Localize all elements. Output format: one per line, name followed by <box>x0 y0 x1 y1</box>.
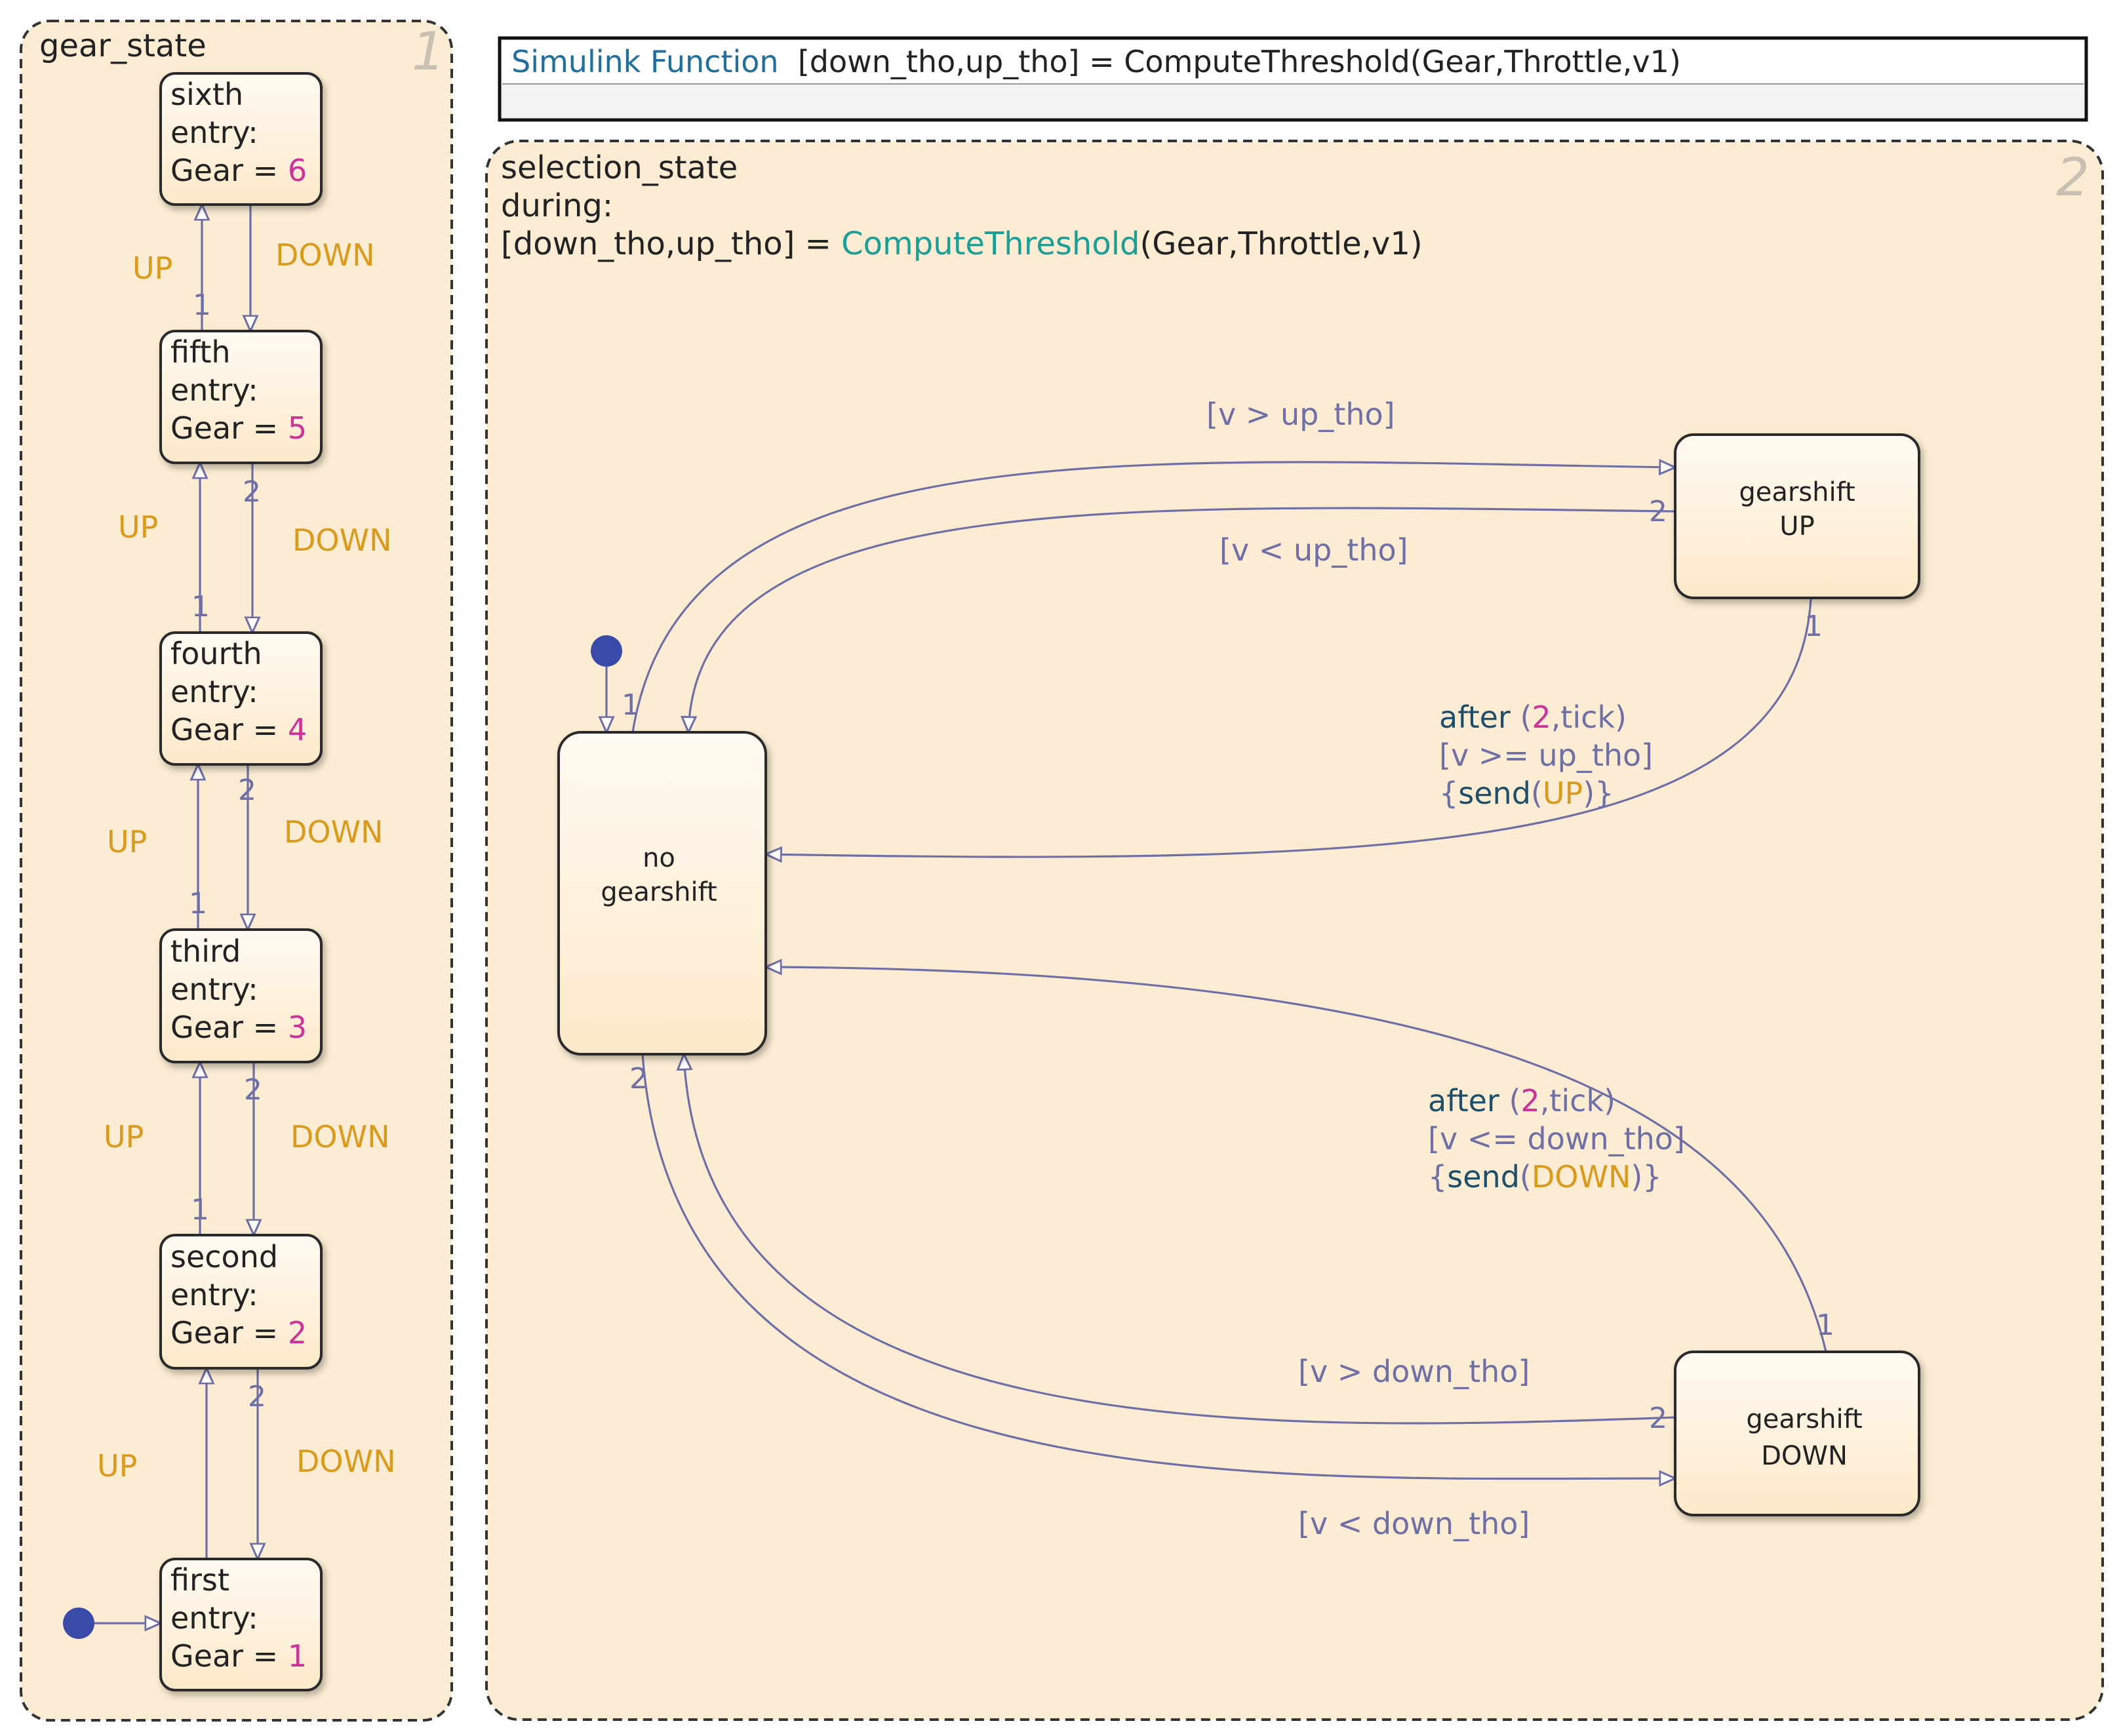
send-up-action: {send(UP)} <box>1439 776 1614 811</box>
state-entry: entry: <box>170 972 258 1007</box>
transition-order-number: 2 <box>1649 495 1667 528</box>
state-name: second <box>170 1239 278 1274</box>
gear-state-second[interactable]: second entry: Gear = 2 <box>159 1234 323 1370</box>
label-v-lt-up: [v < up_tho] <box>1219 532 1408 568</box>
transition-order-number: 1 <box>622 688 640 722</box>
up-label: UP <box>97 1448 137 1484</box>
gear-value: 1 <box>288 1638 307 1674</box>
transition-no-to-down[interactable] <box>641 1054 1675 1479</box>
label-v-lt-down: [v < down_tho] <box>1298 1506 1530 1541</box>
transition-up-after-to-no[interactable] <box>766 597 1812 857</box>
transition-no-to-up[interactable] <box>631 462 1675 733</box>
state-gear-assignment: Gear = 4 <box>170 712 307 747</box>
state-gear-assignment: Gear = 5 <box>170 410 307 446</box>
state-name: sixth <box>170 77 243 112</box>
transition-order-number: 1 <box>191 590 210 623</box>
simulink-function-keyword: Simulink Function <box>511 44 779 79</box>
up-label: UP <box>104 1119 144 1154</box>
down-label: DOWN <box>296 1444 396 1479</box>
condition-v-ge-up: [v >= up_tho] <box>1439 738 1653 773</box>
selection-state-during: during: <box>501 187 613 224</box>
transition-down-to-no[interactable] <box>684 1054 1676 1425</box>
send-down-action: {send(DOWN)} <box>1428 1159 1662 1194</box>
up-label: UP <box>132 250 172 286</box>
state-label-line: gearshift <box>601 877 717 907</box>
default-transition-dot-selection <box>591 635 622 667</box>
gear-state-sixth[interactable]: sixth entry: Gear = 6 <box>159 72 323 206</box>
state-label-line: no <box>643 843 675 873</box>
transition-order-number: 1 <box>1816 1309 1834 1342</box>
transition-order-number: 2 <box>1649 1402 1667 1435</box>
label-v-gt-down: [v > down_tho] <box>1298 1354 1530 1389</box>
state-label-line: DOWN <box>1761 1441 1848 1471</box>
state-label-line: UP <box>1779 511 1814 542</box>
simulink-function-signature: Simulink Function [down_tho,up_tho] = Co… <box>511 44 1681 79</box>
condition-v-le-down: [v <= down_tho] <box>1428 1121 1685 1156</box>
gear-value: 4 <box>288 712 307 747</box>
compute-threshold-call: ComputeThreshold <box>841 226 1140 262</box>
selection-transition-labels: [v > up_tho] [v < up_tho] [v > down_tho]… <box>1206 397 1685 1541</box>
state-gear-assignment: Gear = 3 <box>170 1010 307 1045</box>
gear-value: 3 <box>288 1010 307 1045</box>
transition-order-number: 1 <box>191 1193 209 1227</box>
simulink-function-block[interactable]: Simulink Function [down_tho,up_tho] = Co… <box>498 36 2088 122</box>
state-gear-assignment: Gear = 1 <box>170 1638 307 1674</box>
label-v-gt-up: [v > up_tho] <box>1206 397 1395 432</box>
gear-state-panel[interactable]: gear_state 1 <box>20 20 453 1722</box>
selection-transition-numbers: 1 2 1 2 1 2 <box>622 495 1834 1435</box>
transition-up-to-no[interactable] <box>688 507 1676 732</box>
state-name: third <box>170 934 241 969</box>
down-label: DOWN <box>290 1119 390 1154</box>
gear-state-fifth[interactable]: fifth entry: Gear = 5 <box>159 330 323 464</box>
transition-order-number: 1 <box>1804 610 1823 643</box>
after-tick-up: after (2,tick) <box>1439 700 1627 735</box>
state-gearshift-up[interactable]: gearshift UP <box>1674 433 1920 599</box>
state-entry: entry: <box>170 1277 258 1312</box>
gear-transition-numbers: 1 2 1 2 1 2 1 2 <box>189 288 266 1413</box>
gear-state-third[interactable]: third entry: Gear = 3 <box>159 928 323 1063</box>
up-label: UP <box>107 824 147 859</box>
selection-state-order-number: 2 <box>2056 147 2090 208</box>
gear-value: 6 <box>288 153 307 188</box>
gear-state-first[interactable]: first entry: Gear = 1 <box>159 1558 323 1691</box>
selection-state-title: selection_state <box>501 149 738 186</box>
state-label-line: gearshift <box>1739 477 1855 507</box>
gear-state-order-number: 1 <box>412 21 445 82</box>
default-transition-dot-gear <box>63 1608 94 1639</box>
transition-order-number: 2 <box>244 1073 262 1107</box>
state-entry: entry: <box>170 115 258 150</box>
gear-value: 2 <box>288 1315 307 1351</box>
gear-transitions <box>79 205 258 1623</box>
selection-state-during-action: [down_tho,up_tho] = ComputeThreshold(Gea… <box>501 226 1423 262</box>
transition-order-number: 2 <box>629 1062 648 1095</box>
down-label: DOWN <box>284 814 384 850</box>
state-gear-assignment: Gear = 6 <box>170 153 307 188</box>
state-no-gearshift[interactable]: no gearshift <box>557 731 767 1055</box>
selection-transitions <box>606 462 1827 1479</box>
transition-order-number: 2 <box>238 774 256 807</box>
state-name: fifth <box>170 334 231 370</box>
state-name: fourth <box>170 636 262 671</box>
gear-state-title: gear_state <box>39 28 207 64</box>
state-gear-assignment: Gear = 2 <box>170 1315 307 1351</box>
down-label: DOWN <box>275 237 375 273</box>
state-name: first <box>170 1562 229 1598</box>
state-label-line: gearshift <box>1746 1404 1862 1434</box>
transition-order-number: 1 <box>193 288 211 322</box>
state-entry: entry: <box>170 674 258 709</box>
state-entry: entry: <box>170 372 258 408</box>
down-label: DOWN <box>292 523 392 558</box>
transition-order-number: 2 <box>243 475 261 509</box>
up-label: UP <box>118 509 158 545</box>
state-gearshift-down[interactable]: gearshift DOWN <box>1674 1351 1920 1516</box>
transition-down-after-to-no[interactable] <box>766 967 1827 1352</box>
transition-order-number: 1 <box>189 887 207 920</box>
gear-state-fourth[interactable]: fourth entry: Gear = 4 <box>159 631 323 766</box>
state-entry: entry: <box>170 1600 258 1636</box>
gear-value: 5 <box>288 410 307 446</box>
transition-order-number: 2 <box>248 1380 266 1413</box>
after-tick-down: after (2,tick) <box>1428 1083 1616 1118</box>
gear-event-labels: UP DOWN UP DOWN UP DOWN UP DOWN UP DOWN <box>97 237 396 1484</box>
